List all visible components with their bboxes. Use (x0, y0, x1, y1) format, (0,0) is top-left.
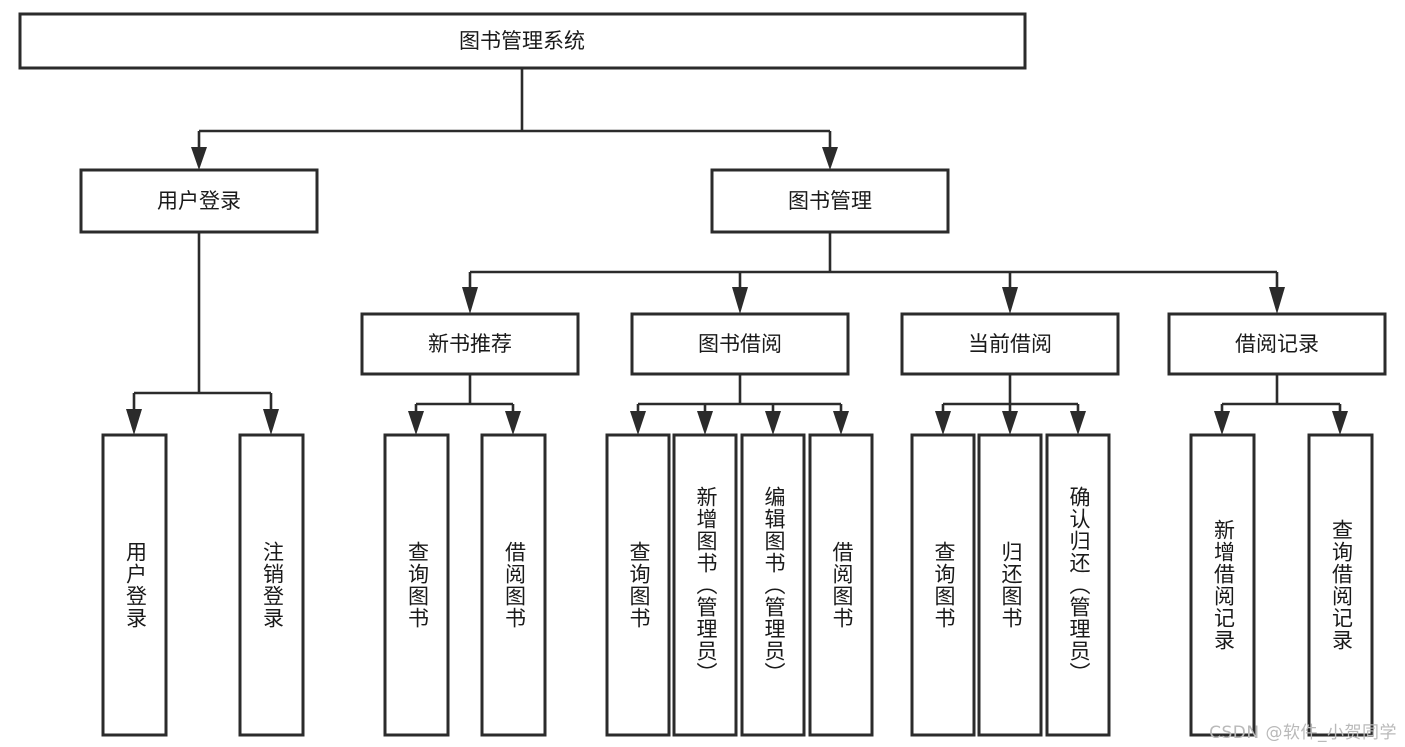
leaf-user-login-1-box[interactable] (101, 433, 168, 737)
leaf-book-borrow-2-box[interactable] (672, 433, 738, 737)
node-root-box[interactable] (18, 12, 1027, 70)
arrow-bb-leaf-4 (833, 411, 849, 435)
leaf-book-borrow-1-box[interactable] (605, 433, 671, 737)
leaf-current-borrow-3-box[interactable] (1045, 433, 1111, 737)
leaf-borrow-record-1-box[interactable] (1189, 433, 1256, 737)
node-book-manage[interactable]: 图书管理 (710, 168, 950, 234)
leaf-book-borrow-4-box[interactable] (808, 433, 874, 737)
leaf-new-book-recommend-1-box[interactable] (383, 433, 450, 737)
leaf-current-borrow-1-box[interactable] (910, 433, 976, 737)
arrow-cb-leaf-1 (935, 411, 951, 435)
node-borrow-record[interactable]: 借阅记录 (1167, 312, 1387, 376)
node-current-borrow[interactable]: 当前借阅 (900, 312, 1120, 376)
node-user-login[interactable]: 用户登录 (79, 168, 319, 234)
node-current-borrow-label: 当前借阅 (968, 332, 1052, 356)
arrow-bb-leaf-2 (697, 411, 713, 435)
arrow-br-leaf-1 (1214, 411, 1230, 435)
node-book-borrow-label: 图书借阅 (698, 332, 782, 356)
node-root[interactable]: 图书管理系统 (18, 12, 1027, 70)
leaf-new-book-recommend-2-box[interactable] (480, 433, 547, 737)
node-current-borrow-box[interactable] (900, 312, 1120, 376)
arrow-bb-leaf-3 (765, 411, 781, 435)
arrow-bb-leaf-1 (630, 411, 646, 435)
arrow-user-login-leaf-2 (263, 409, 279, 435)
watermark: CSDN @软件_小贺同学 (1209, 723, 1397, 743)
arrow-user-login-leaf-1 (126, 409, 142, 435)
arrow-to-book-borrow (732, 287, 748, 314)
arrow-to-current-borrow (1002, 287, 1018, 314)
node-user-login-label: 用户登录 (157, 189, 241, 213)
arrow-root-to-user-login (191, 147, 207, 170)
arrow-cb-leaf-3 (1070, 411, 1086, 435)
node-book-borrow-box[interactable] (630, 312, 850, 376)
node-new-book-recommend-box[interactable] (360, 312, 580, 376)
arrow-root-to-book-manage (822, 147, 838, 170)
leaf-current-borrow-2-box[interactable] (977, 433, 1043, 737)
arrow-nbr-leaf-1 (408, 411, 424, 435)
node-root-label: 图书管理系统 (459, 29, 585, 53)
node-new-book-recommend[interactable]: 新书推荐 (360, 312, 580, 376)
node-book-manage-label: 图书管理 (788, 189, 872, 213)
node-user-login-box[interactable] (79, 168, 319, 234)
leaf-user-login-2-box[interactable] (238, 433, 305, 737)
node-borrow-record-box[interactable] (1167, 312, 1387, 376)
arrow-cb-leaf-2 (1002, 411, 1018, 435)
arrow-to-borrow-record (1269, 287, 1285, 314)
node-borrow-record-label: 借阅记录 (1235, 332, 1319, 356)
connector-group (126, 68, 1348, 435)
node-book-borrow[interactable]: 图书借阅 (630, 312, 850, 376)
leaf-book-borrow-3-box[interactable] (740, 433, 806, 737)
arrow-br-leaf-2 (1332, 411, 1348, 435)
leaf-borrow-record-2-box[interactable] (1307, 433, 1374, 737)
arrow-to-new-book-recommend (462, 287, 478, 314)
node-book-manage-box[interactable] (710, 168, 950, 234)
arrow-nbr-leaf-2 (505, 411, 521, 435)
node-new-book-recommend-label: 新书推荐 (428, 332, 512, 356)
